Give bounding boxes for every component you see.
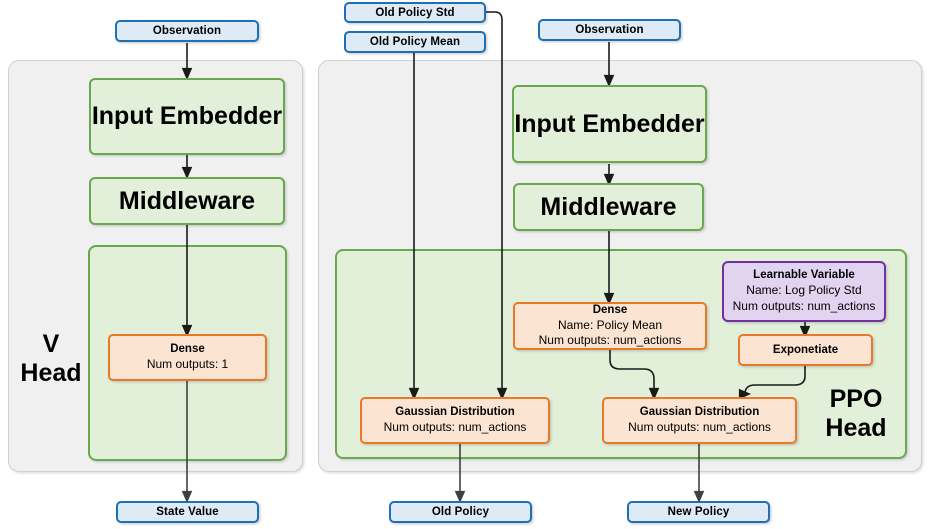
input-old-policy-std[interactable]: Old Policy Std <box>344 2 486 23</box>
output-state-value[interactable]: State Value <box>116 501 259 523</box>
ppo-input-embedder-label: Input Embedder <box>514 109 705 138</box>
ppo-exponentiate-title: Exponetiate <box>772 343 839 356</box>
ppo-learnable-variable-title: Learnable Variable <box>753 269 855 282</box>
v-input-embedder-box[interactable]: Input Embedder <box>89 78 285 155</box>
ppo-gaussian-old-num-outputs: Num outputs: num_actions <box>383 420 527 435</box>
output-old-policy[interactable]: Old Policy <box>389 501 532 523</box>
ppo-middleware-box[interactable]: Middleware <box>513 183 704 231</box>
ppo-input-embedder-box[interactable]: Input Embedder <box>512 85 707 163</box>
ppo-gaussian-new-num-outputs: Num outputs: num_actions <box>628 420 771 435</box>
input-observation-right[interactable]: Observation <box>538 19 681 41</box>
ppo-learnable-variable-num-outputs: Num outputs: num_actions <box>732 298 876 313</box>
ppo-exponentiate-box[interactable]: Exponetiate <box>738 334 873 366</box>
v-dense-box[interactable]: Dense Num outputs: 1 <box>108 334 267 381</box>
v-middleware-box[interactable]: Middleware <box>89 177 285 225</box>
ppo-middleware-label: Middleware <box>540 192 677 221</box>
input-observation-left[interactable]: Observation <box>115 20 259 42</box>
ppo-gaussian-new-box[interactable]: Gaussian Distribution Num outputs: num_a… <box>602 397 797 444</box>
v-dense-title: Dense <box>170 343 205 356</box>
ppo-dense-policy-mean-name: Name: Policy Mean <box>557 318 663 332</box>
ppo-gaussian-old-title: Gaussian Distribution <box>395 406 515 419</box>
ppo-dense-policy-mean-title: Dense <box>592 304 628 317</box>
ppo-learnable-variable-name: Name: Log Policy Std <box>746 283 862 298</box>
ppo-gaussian-old-box[interactable]: Gaussian Distribution Num outputs: num_a… <box>360 397 550 444</box>
v-head-caption: V Head <box>20 330 82 387</box>
ppo-learnable-variable-box[interactable]: Learnable Variable Name: Log Policy Std … <box>722 261 886 322</box>
v-middleware-label: Middleware <box>118 186 256 215</box>
input-old-policy-mean[interactable]: Old Policy Mean <box>344 31 486 53</box>
ppo-gaussian-new-title: Gaussian Distribution <box>639 406 760 419</box>
v-input-embedder-label: Input Embedder <box>91 102 283 131</box>
v-dense-num-outputs: Num outputs: 1 <box>146 357 229 372</box>
output-new-policy[interactable]: New Policy <box>627 501 770 523</box>
ppo-head-caption: PPO Head <box>825 385 887 442</box>
ppo-dense-policy-mean-num-outputs: Num outputs: num_actions <box>538 333 682 348</box>
ppo-dense-policy-mean-box[interactable]: Dense Name: Policy Mean Num outputs: num… <box>513 302 707 350</box>
